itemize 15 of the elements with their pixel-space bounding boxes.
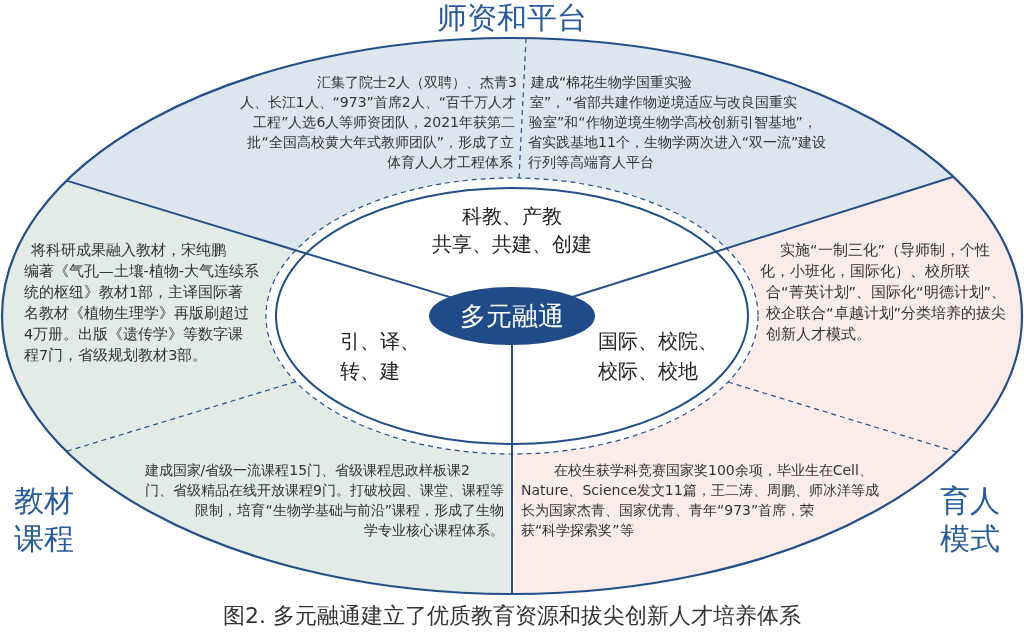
center-ellipse: [429, 287, 595, 345]
sector-heading: 师资和平台: [437, 0, 587, 35]
sector-text: 实施“一制三化”（导师制，个性化，小班化，国际化）、校所联合“菁英计划”、国际化“明德计划”、校企联合“卓越计划”分类培养的拔尖创新人才模式。: [760, 242, 1007, 342]
segment-label: 国际、校院、校际、校地: [598, 329, 718, 383]
sector-heading: 育人模式: [940, 483, 1000, 556]
center-label: 多元融通: [460, 301, 564, 331]
sector-text: 汇集了院士2人（双聘）、杰青3人、长江1人、“973”首席2人、“百千万人才工程”人选6人等师资团队，2021年获第二批“全国高校黄大年式教师团队”，形成了立体育人人才工程体系: [239, 74, 517, 170]
segment-label: 引、译、转、建: [340, 329, 420, 383]
sector-heading: 教材课程: [14, 483, 74, 556]
sector-text: 在校生获学科竞赛国家奖100余项，毕业生在Cell、Nature、Science发文11篇，王二涛、周鹏、师冰洋等成长为国家杰青、国家优青、青年“973”首席，荣获“科学探索奖”等: [521, 462, 879, 538]
sector-text: 建成国家/省级一流课程15门、省级课程思政样板课2门、省级精品在线开放课程9门。打破校园、课堂、课程等限制，培育“生物学基础与前沿”课程，形成了生物学专业核心课程体系。: [144, 462, 504, 538]
figure-caption: 图2. 多元融通建立了优质教育资源和拔尖创新人才培养体系: [223, 603, 801, 628]
sector-text: 将科研成果融入教材，宋纯鹏编著《气孔—土壤-植物-大气连续系统的枢纽》教材1部，主译国际著名教材《植物生理学》再版刷超过4万册。出版《遗传学》等数字课程7门，省级规划教材3部。: [24, 242, 259, 363]
segment-label: 科教、产教共享、共建、创建: [432, 204, 592, 256]
sector-text: 建成“棉花生物学国重实验室”，“省部共建作物逆境适应与改良国重实验室”和“作物逆境生物学高校创新引智基地”，省实践基地11个，生物学两次进入“双一流”建设行列等高端育人平台: [528, 74, 827, 170]
